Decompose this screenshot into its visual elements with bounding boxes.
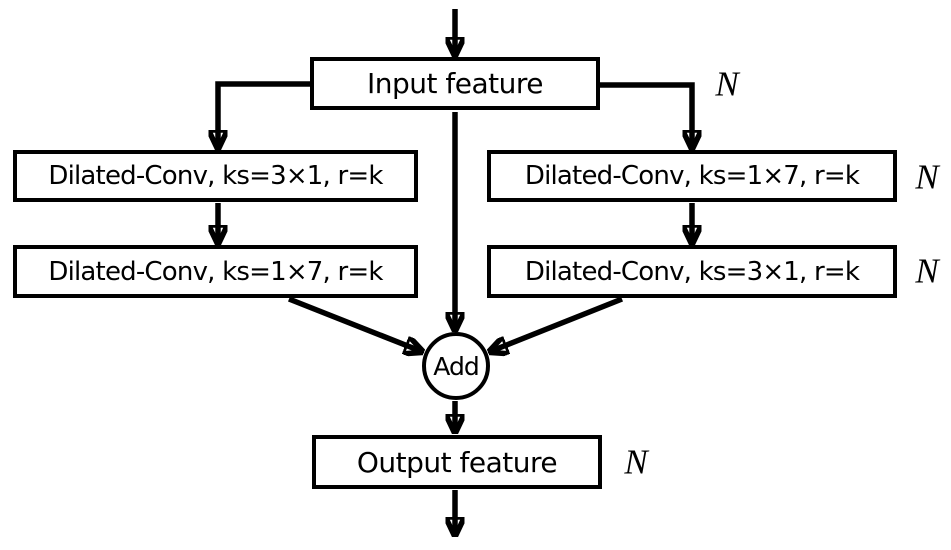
left-dilated-conv-bottom-label: Dilated-Conv, ks=1×7, r=k: [48, 256, 383, 287]
arrow-right-branch-to-add: [489, 296, 624, 352]
add-node-label: Add: [433, 351, 479, 381]
output-feature-box: Output feature: [312, 435, 602, 489]
left-dilated-conv-bottom-box: Dilated-Conv, ks=1×7, r=k: [13, 245, 418, 298]
right-dilated-conv-bottom-label: Dilated-Conv, ks=3×1, r=k: [524, 256, 860, 287]
right-dilated-conv-top-label: Dilated-Conv, ks=1×7, r=k: [524, 161, 860, 191]
dim-label-input: N: [715, 64, 739, 104]
input-feature-label: Input feature: [367, 67, 544, 100]
input-feature-box: Input feature: [310, 57, 600, 110]
add-node: Add: [422, 332, 490, 400]
output-feature-label: Output feature: [356, 445, 558, 479]
arrow-input-to-right-branch: [598, 82, 692, 149]
left-dilated-conv-top-label: Dilated-Conv, ks=3×1, r=k: [48, 161, 383, 191]
arrow-left-branch-to-add: [287, 296, 423, 352]
left-dilated-conv-top-box: Dilated-Conv, ks=3×1, r=k: [13, 150, 418, 202]
dim-label-right-conv-top: N: [915, 157, 939, 197]
dim-label-output: N: [624, 442, 648, 482]
right-dilated-conv-bottom-box: Dilated-Conv, ks=3×1, r=k: [487, 245, 897, 298]
right-dilated-conv-top-box: Dilated-Conv, ks=1×7, r=k: [487, 150, 897, 202]
dim-label-right-conv-bottom: N: [915, 251, 939, 291]
arrow-input-to-left-branch: [218, 81, 312, 149]
